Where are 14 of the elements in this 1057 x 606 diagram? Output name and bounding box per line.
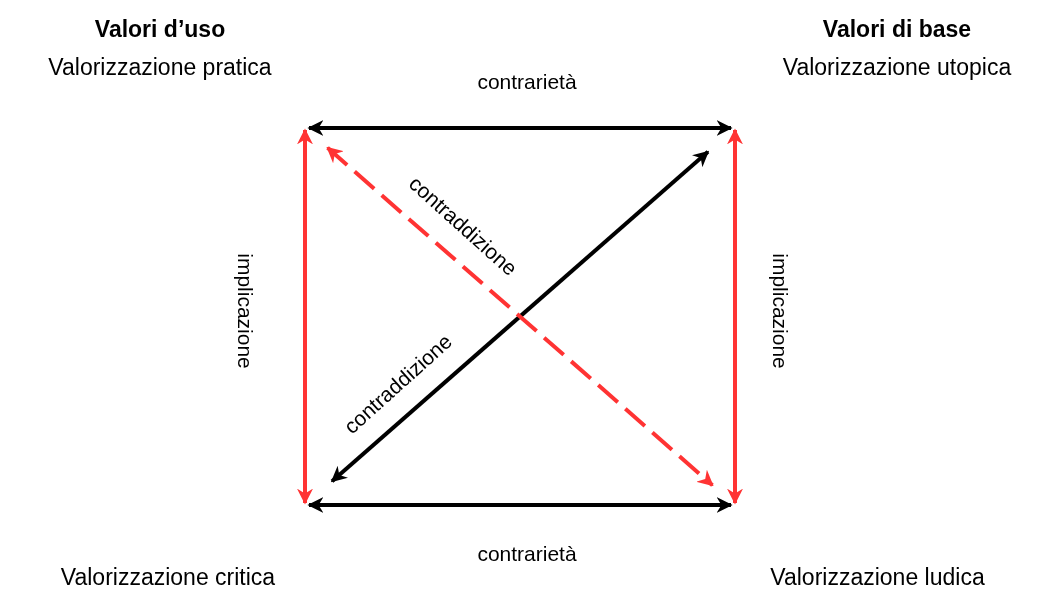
edge-label: implicazione: [768, 252, 793, 371]
node-heading: Valori di base: [822, 15, 972, 44]
edge-label: contrarietà: [476, 541, 578, 567]
node-label: Valorizzazione ludica: [770, 563, 985, 592]
node-label: Valorizzazione utopica: [782, 53, 1012, 82]
arrow: [307, 497, 733, 513]
edge-label: implicazione: [233, 252, 258, 371]
arrow: [727, 128, 743, 505]
node-label: Valorizzazione critica: [60, 563, 276, 592]
node-label: Valorizzazione pratica: [48, 53, 272, 82]
node-heading: Valori d’uso: [94, 15, 226, 44]
arrow: [307, 120, 733, 136]
edge-label: contrarietà: [476, 69, 578, 95]
arrow: [297, 128, 313, 505]
